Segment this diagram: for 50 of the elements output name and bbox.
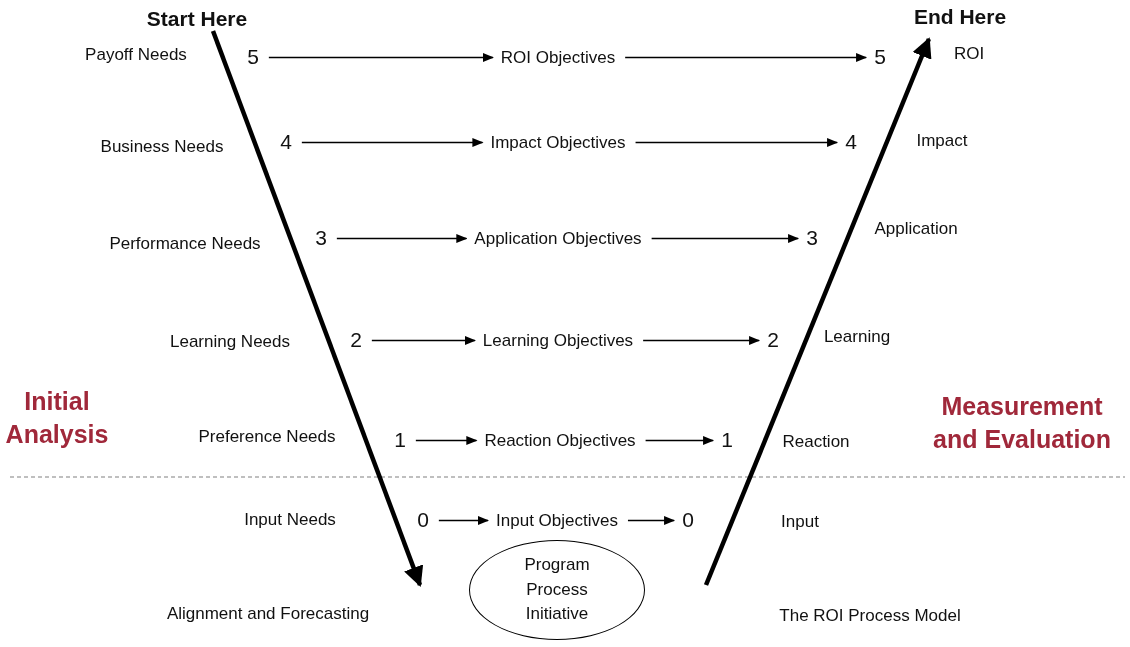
arrow (371, 336, 476, 345)
level-label: Payoff Needs (85, 45, 187, 65)
arrow (627, 516, 676, 525)
arrow (642, 336, 761, 345)
level-number: 5 (247, 45, 259, 69)
level-label: Application (874, 219, 958, 239)
level-number: 0 (682, 508, 694, 532)
level-label: Performance Needs (109, 234, 261, 254)
level-label: The ROI Process Model (779, 606, 961, 626)
arrow (644, 436, 715, 445)
level-number: 3 (315, 226, 327, 250)
heading-text: End Here (913, 5, 1007, 29)
objective-text: Learning Objectives (482, 331, 634, 351)
level-number: 2 (767, 328, 779, 352)
arrow (268, 53, 494, 62)
heading-text: Start Here (146, 7, 248, 31)
objective-text: Reaction Objectives (484, 431, 636, 451)
objective-text: Impact Objectives (490, 133, 626, 153)
level-label: ROI (953, 44, 985, 64)
objective-text: ROI Objectives (500, 48, 616, 68)
arrow (336, 234, 468, 243)
level-label: Alignment and Forecasting (166, 604, 370, 624)
arrow (703, 37, 932, 586)
arrow (650, 234, 800, 243)
level-number: 4 (280, 130, 292, 154)
level-label: Input (781, 512, 819, 532)
level-number: 1 (394, 428, 406, 452)
arrow (624, 53, 868, 62)
level-number: 2 (350, 328, 362, 352)
level-number: 4 (845, 130, 857, 154)
arrow (415, 436, 478, 445)
level-label: Input Needs (244, 510, 336, 530)
objective-text: Application Objectives (474, 229, 642, 249)
level-label: Learning Needs (170, 332, 290, 352)
arrow (634, 138, 839, 147)
level-label: Learning (823, 327, 891, 347)
level-label: Impact (916, 131, 968, 151)
level-label: Preference Needs (198, 427, 336, 447)
level-label: Business Needs (100, 137, 224, 157)
arrow (301, 138, 484, 147)
level-number: 5 (874, 45, 886, 69)
objective-text: Input Objectives (496, 511, 618, 531)
level-number: 0 (417, 508, 429, 532)
level-number: 3 (806, 226, 818, 250)
arrow (210, 30, 424, 587)
phase-title: Initial Analysis (4, 385, 110, 450)
level-label: Reaction (782, 432, 850, 452)
phase-title: Measurement and Evaluation (932, 390, 1112, 454)
level-number: 1 (721, 428, 733, 452)
arrow (438, 516, 490, 525)
